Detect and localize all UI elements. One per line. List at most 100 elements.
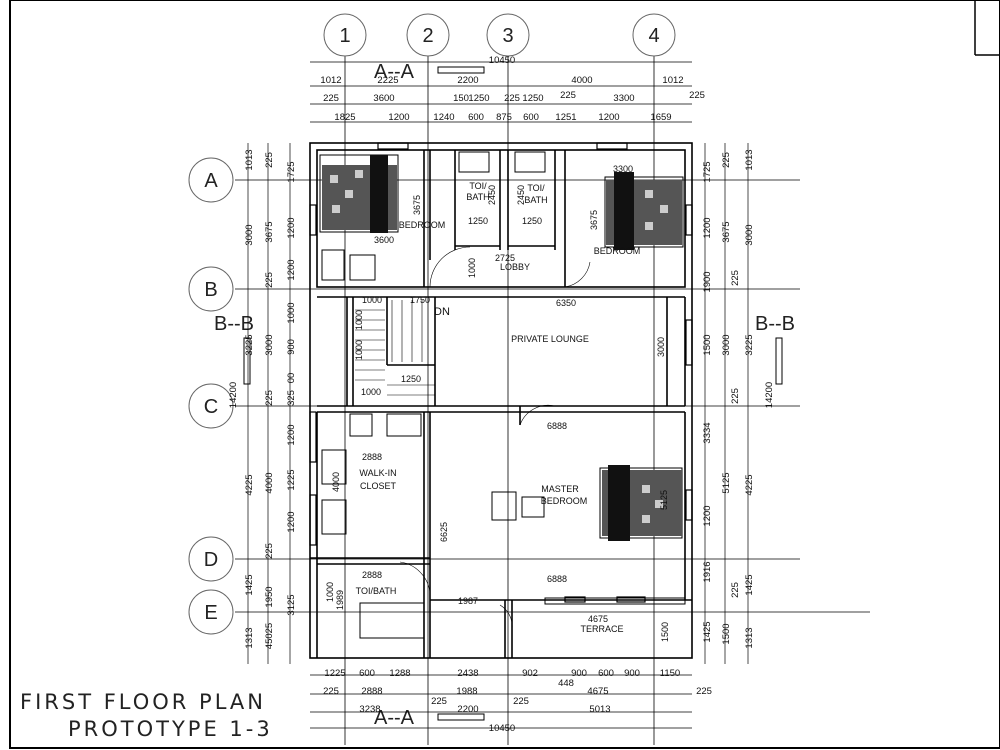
dim-text: 3225 (744, 334, 755, 355)
dim-text: 3675 (264, 221, 275, 242)
dim-text: 1950 (264, 586, 275, 607)
dim-text: 225 (513, 696, 529, 707)
room-label-master: MASTER (541, 484, 579, 494)
dim-text: 1200 (286, 259, 297, 280)
grid-row-bubble (188, 383, 234, 429)
room-label-toilet2: BATH (524, 195, 547, 205)
dim-text: 225 (730, 388, 741, 404)
dim-text: 225 (264, 543, 275, 559)
dim-text: 1825 (334, 112, 355, 123)
room-label-master: BEDROOM (541, 496, 588, 506)
grid-row-bubble (188, 589, 234, 635)
grid-column-bubble (486, 13, 530, 57)
dim-overall-top: 10450 (489, 55, 515, 66)
dim-text: 3675 (589, 210, 599, 230)
dim-text: 1916 (702, 561, 713, 582)
dim-text: 1313 (244, 627, 255, 648)
dim-text: 600 (523, 112, 539, 123)
dim-text: 5125 (659, 490, 669, 510)
walls (309, 142, 693, 659)
dim-text: 3675 (412, 195, 422, 215)
dim-text: 1225 (286, 469, 297, 490)
dim-text: 1000 (354, 310, 364, 330)
dim-text: 2888 (362, 570, 382, 580)
section-marker-aa-top: A--A (374, 61, 415, 83)
dim-text: 1012 (320, 75, 341, 86)
section-arrow (437, 713, 485, 721)
wc (514, 151, 546, 173)
grid-row-bubble (188, 157, 234, 203)
dim-text: 1150 (660, 668, 680, 679)
section-arrow (437, 66, 485, 74)
dim-text: 1988 (456, 686, 477, 697)
grid-column-markers (323, 13, 676, 57)
dim-text: 3334 (702, 422, 713, 443)
dim-text: 3600 (374, 235, 394, 245)
dim-text: 1987 (458, 596, 478, 606)
dim-text: 1659 (650, 112, 671, 123)
room-label-toilet1: TOI/ (469, 181, 487, 191)
room-label-bedroom1: BEDROOM (399, 220, 446, 230)
dim-text: 225 (323, 93, 339, 104)
dim-text: 325 (286, 390, 297, 406)
dim-text: 1900 (702, 271, 713, 292)
terrace-rail (544, 597, 686, 605)
dim-text: 1750 (410, 295, 430, 305)
dim-text: 1240 (433, 112, 454, 123)
dim-text: 3000 (264, 334, 275, 355)
dim-text: 900 (286, 339, 297, 355)
dim-text: 2725 (495, 253, 515, 263)
room-label-toilet1: BATH (466, 192, 489, 202)
dim-text: 600 (598, 668, 614, 679)
dim-text: 225 (730, 270, 741, 286)
dim-text: 00 (286, 373, 297, 384)
dim-text: 2450 (487, 185, 497, 205)
grid-column-bubble (632, 13, 676, 57)
dim-text: 1425 (702, 621, 713, 642)
dim-text: 6350 (556, 298, 576, 308)
stair-direction-label: DN (434, 306, 450, 318)
dim-text: 1012 (662, 75, 683, 86)
dim-text: 4675 (588, 614, 608, 624)
dim-text: 225 (560, 90, 576, 101)
dim-text: 1200 (702, 217, 713, 238)
grid-col-label: 4 (648, 25, 659, 47)
dim-text: 4000 (571, 75, 592, 86)
section-marker-bb-left: B--B (214, 313, 254, 335)
dim-text: 1250 (522, 216, 542, 226)
grid-row-label: C (204, 396, 218, 418)
dim-text: 3000 (244, 224, 255, 245)
dim-text: 1250 (401, 374, 421, 384)
dim-text: 875 (496, 112, 512, 123)
dimension-lines (247, 61, 749, 729)
dim-text: 1200 (388, 112, 409, 123)
furniture (319, 151, 686, 639)
grid-row-label: D (204, 549, 218, 571)
dim-text: 225 (730, 582, 741, 598)
section-marker-bb-right: B--B (755, 313, 795, 335)
grid-row-bubble (188, 266, 234, 312)
dim-text: 3600 (373, 93, 394, 104)
dim-text: 1200 (286, 217, 297, 238)
chair (491, 491, 517, 521)
room-label-lobby: LOBBY (500, 262, 530, 272)
room-label-closet: CLOSET (360, 481, 397, 491)
dim-text: 225 (504, 93, 520, 104)
grid-col-label: 2 (422, 25, 433, 47)
grid-row-bubble (188, 536, 234, 582)
dim-text: 1500 (721, 623, 732, 644)
dim-text: 225 (721, 152, 732, 168)
grid-col-label: 1 (339, 25, 350, 47)
room-label-toilet: TOI/BATH (356, 586, 397, 596)
dim-text: 1000 (354, 340, 364, 360)
bed-pattern-highlights (330, 170, 668, 523)
dim-text: 1000 (361, 387, 381, 397)
section-arrow (243, 337, 251, 385)
room-label-closet: WALK-IN (359, 468, 396, 478)
dim-text: 600 (359, 668, 375, 679)
drawing-border (9, 0, 1000, 749)
cabinet (386, 413, 422, 437)
dim-text: 1725 (286, 161, 297, 182)
dim-text: 1200 (286, 511, 297, 532)
